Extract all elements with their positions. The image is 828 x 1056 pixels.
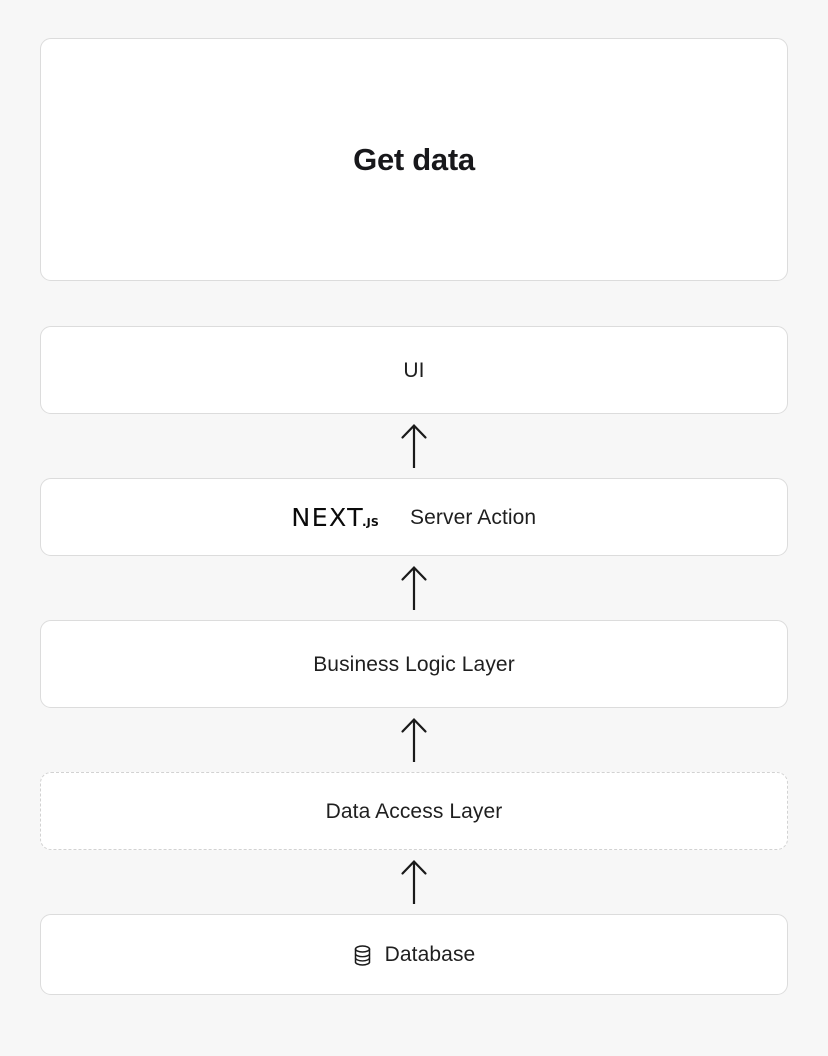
node-business-logic-layer: Business Logic Layer xyxy=(40,620,788,708)
node-data-access-layer-label: Data Access Layer xyxy=(325,799,503,823)
node-ui-label: UI xyxy=(403,358,425,382)
arrow-up-icon xyxy=(401,860,427,904)
node-get-data-label: Get data xyxy=(353,142,475,177)
spacer-hero xyxy=(40,281,788,326)
node-database-content: Database xyxy=(353,943,476,966)
nextjs-logo-suffix: JS xyxy=(366,515,380,529)
node-ui: UI xyxy=(40,326,788,414)
arrow-up-icon xyxy=(401,718,427,762)
arrow-database-to-data-access-layer xyxy=(40,850,788,914)
arrow-up-icon xyxy=(401,566,427,610)
nextjs-logo-word: NEXT xyxy=(291,502,364,532)
arrow-server-action-to-ui xyxy=(40,414,788,478)
nextjs-logo-dot: . xyxy=(362,514,367,529)
arrow-data-access-to-business-logic xyxy=(40,708,788,772)
arrow-business-logic-to-server-action xyxy=(40,556,788,620)
nextjs-logo-icon: NEXT.JS xyxy=(291,502,380,532)
node-server-action-content: NEXT.JS Server Action xyxy=(291,502,537,532)
node-database: Database xyxy=(40,914,788,995)
database-icon xyxy=(353,945,372,966)
node-data-access-layer: Data Access Layer xyxy=(40,772,788,850)
node-business-logic-layer-label: Business Logic Layer xyxy=(313,652,515,676)
arrow-up-icon xyxy=(401,424,427,468)
node-server-action: NEXT.JS Server Action xyxy=(40,478,788,556)
node-database-label: Database xyxy=(384,943,476,966)
node-get-data: Get data xyxy=(40,38,788,281)
node-server-action-label: Server Action xyxy=(410,505,537,529)
